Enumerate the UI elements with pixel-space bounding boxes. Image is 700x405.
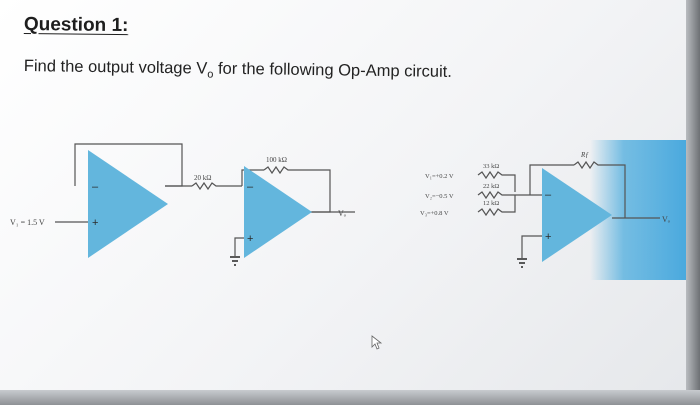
opamp2-minus: – — [247, 181, 254, 193]
resistor-22k-label: 22 kΩ — [483, 183, 499, 190]
resistor-100k — [263, 165, 331, 213]
screen-glare — [590, 140, 686, 280]
opamp1-minus: – — [92, 181, 99, 193]
final-output-label: Vₒ — [662, 215, 671, 224]
input-source-label: V₁ = 1.5 V — [10, 218, 45, 227]
resistor-rf — [573, 160, 626, 218]
opamp2-plus: + — [247, 233, 253, 245]
monitor-bezel-right — [686, 0, 700, 405]
summer-feedback-left — [529, 164, 574, 195]
pin-signs: – + – + – + — [92, 181, 552, 245]
resistor-12k — [477, 195, 516, 217]
opamp-1 — [88, 150, 168, 258]
mouse-cursor-icon — [371, 335, 383, 350]
resistor-20k — [191, 181, 242, 191]
resistor-100k-label: 100 kΩ — [266, 156, 287, 164]
opamp3-plus: + — [545, 231, 551, 243]
resistor-12k-label: 12 kΩ — [483, 200, 499, 207]
resistor-33k — [477, 170, 516, 192]
wires — [55, 143, 660, 258]
opamp-3-summer — [542, 168, 612, 262]
opamp2-ground-wire — [234, 237, 248, 256]
opamp-2 — [244, 166, 312, 258]
opamp1-plus: + — [92, 217, 98, 229]
summer-input-v3: V₃=+0.8 V — [420, 210, 449, 217]
resistor-rf-label: Rƒ — [580, 151, 589, 159]
resistor-20k-label: 20 kΩ — [194, 174, 211, 182]
summer-ground-wire — [521, 235, 548, 258]
summer-input-v1: V₁=+0.2 V — [425, 173, 454, 180]
resistor-22k — [477, 190, 515, 200]
summer-input-v2: V₂=−0.5 V — [425, 193, 454, 200]
feedback2-left-wire — [241, 169, 264, 186]
opamp2-output-label: Vₒ — [338, 209, 347, 218]
ground-symbols — [230, 256, 527, 268]
monitor-bezel-bottom — [0, 390, 700, 405]
opamp3-minus: – — [545, 189, 552, 201]
resistor-33k-label: 33 kΩ — [483, 163, 499, 170]
op-amp-circuit-diagram: – + – + – + V₁ = 1.5 V 20 kΩ 100 kΩ Vₒ V… — [10, 140, 686, 350]
